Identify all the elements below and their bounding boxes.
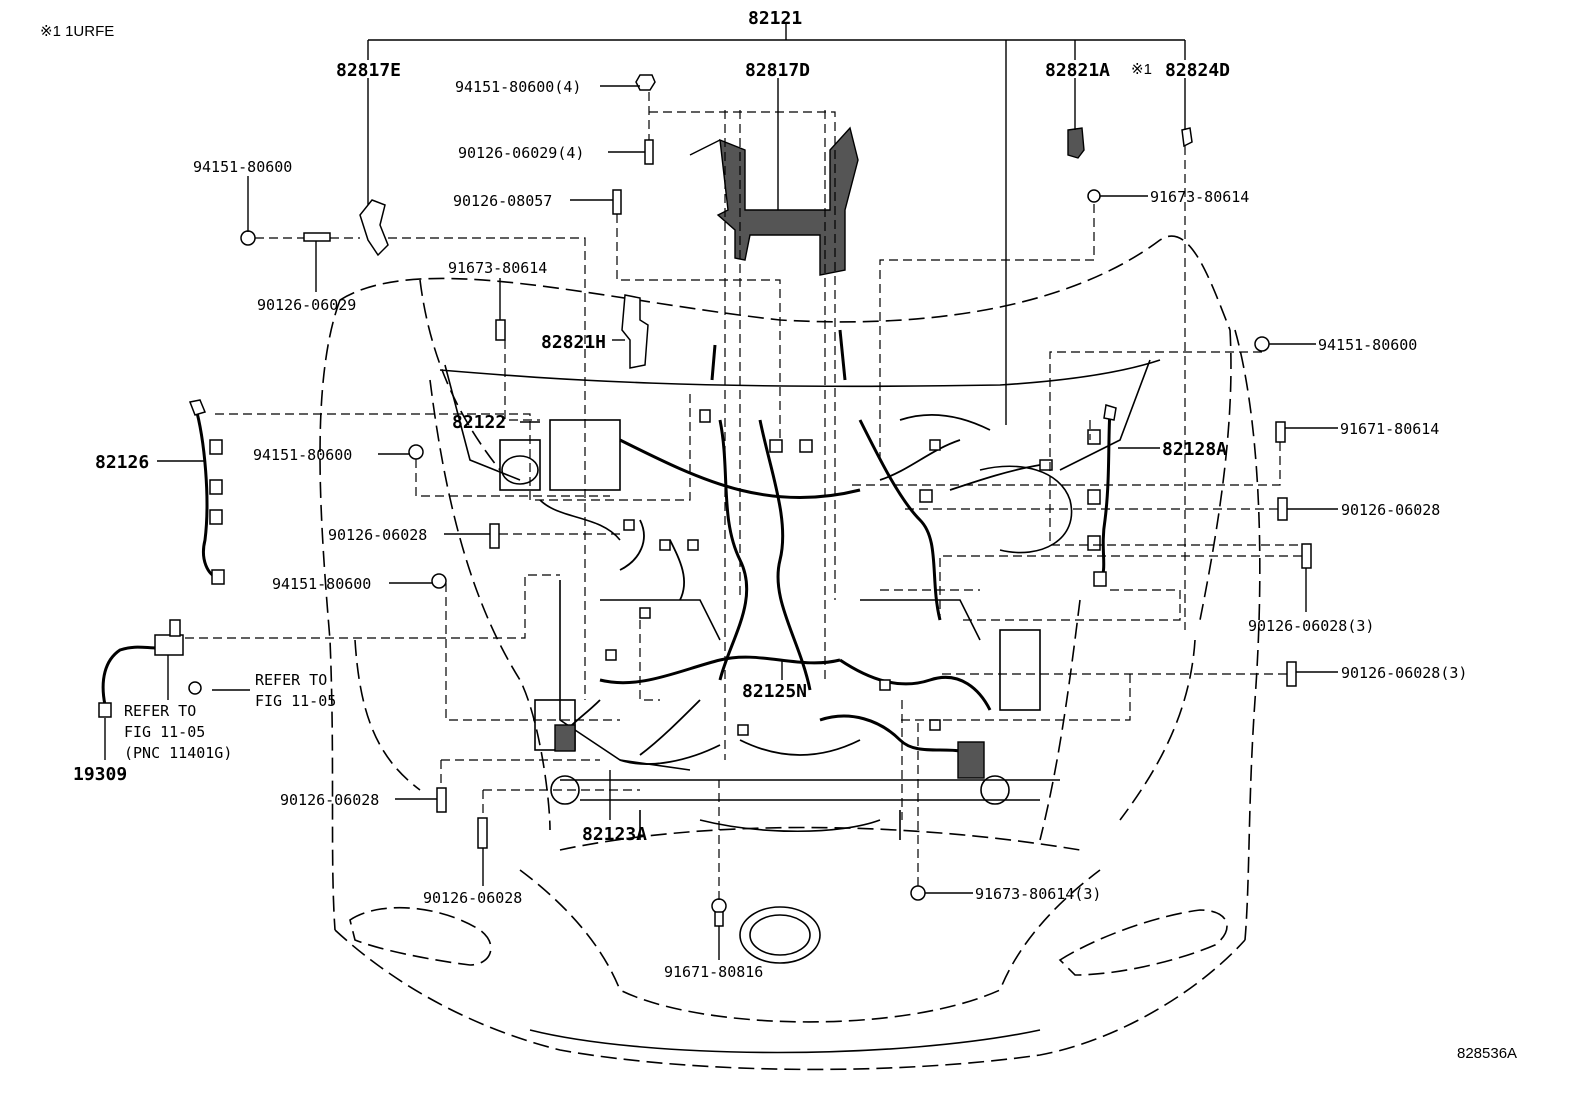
fastener-label-90126-06028-3b: 90126-06028(3) [1341,664,1467,682]
part-label-19309: 19309 [73,764,127,785]
harness-82128A [1087,404,1117,587]
part-label-82821A: 82821A [1045,60,1110,81]
part-label-82824D: 82824D [1165,60,1230,81]
fastener-label-90126-06028-b: 90126-06028 [328,526,427,544]
fastener-label-90126-06028-c: 90126-06028 [280,791,379,809]
wiring-harness-82125N [554,329,1053,779]
part-label-82121: 82121 [748,8,802,29]
fastener-label-94151-80600-a: 94151-80600 [193,158,292,176]
part-label-82821H: 82821H [541,332,606,353]
part-marker-82824D: ※1 [1131,61,1152,78]
clamp-82821A [1067,127,1085,159]
fastener-label-90126-06028-3a: 90126-06028(3) [1248,617,1374,635]
fastener-label-91673-80614-a: 91673-80614 [448,259,547,277]
ref-fig-b: FIG 11-05 [255,692,336,710]
fastener-label-94151-80600-c: 94151-80600 [253,446,352,464]
fastener-glyphs [188,74,1312,927]
labels: ※1 1URFE 828536A 82121 82817E 82817D 828… [40,8,1517,1062]
part-label-82123A: 82123A [582,824,647,845]
bracket-82821H [621,294,649,369]
clamp-82824D [1181,127,1193,148]
engine-note: ※1 1URFE [40,23,114,40]
ref-refer-to-b: REFER TO [255,671,327,689]
bracket-82817E [359,199,389,257]
part-label-82125N: 82125N [742,681,807,702]
fastener-label-91673-80614-3: 91673-80614(3) [975,885,1101,903]
sensor-19309 [98,619,184,760]
figure-code: 828536A [1457,1045,1517,1062]
part-label-82128A: 82128A [1162,439,1227,460]
fastener-label-90126-06028-d: 90126-06028 [423,889,522,907]
part-label-82817D: 82817D [745,60,810,81]
fastener-label-90126-06028-a: 90126-06028 [1341,501,1440,519]
leader-lines [157,24,1338,960]
ref-pnc-a: (PNC 11401G) [124,744,232,762]
fastener-label-90126-06029: 90126-06029 [257,296,356,314]
bracket-82817D [689,126,859,276]
part-label-82122: 82122 [452,412,506,433]
fastener-label-90126-08057: 90126-08057 [453,192,552,210]
fastener-label-94151-80600-4: 94151-80600(4) [455,78,581,96]
vehicle-body-outline [319,235,1261,1071]
ref-fig-a: FIG 11-05 [124,723,205,741]
fastener-label-94151-80600-b: 94151-80600 [1318,336,1417,354]
fastener-label-90126-06029-4: 90126-06029(4) [458,144,584,162]
fastener-label-91673-80614-b: 91673-80614 [1150,188,1249,206]
part-label-82126: 82126 [95,452,149,473]
fastener-label-91671-80816: 91671-80816 [664,963,763,981]
fastener-label-94151-80600-d: 94151-80600 [272,575,371,593]
part-label-82817E: 82817E [336,60,401,81]
ref-refer-to-a: REFER TO [124,702,196,720]
harness-82126 [188,399,225,585]
dashed-assembly-lines [185,92,1302,900]
engine-bay-detail [439,359,1161,840]
fastener-label-91671-80614: 91671-80614 [1340,420,1439,438]
